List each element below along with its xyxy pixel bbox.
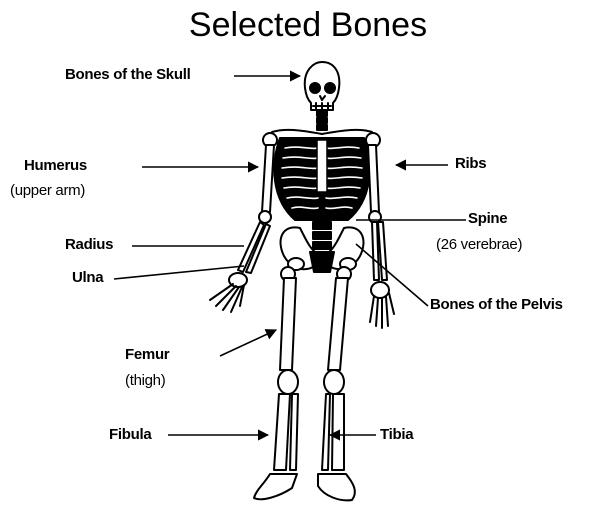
right-leg-bones (318, 267, 355, 500)
lumbar-spine (313, 222, 331, 249)
rib-cage (274, 138, 369, 220)
label-humerus-note: (upper arm) (10, 182, 85, 199)
left-leg-bones (254, 267, 298, 499)
right-arm-bones (368, 145, 394, 328)
leader-ulna (114, 266, 244, 279)
left-arm-bones (210, 145, 274, 312)
skull-bone (305, 62, 340, 110)
label-tibia: Tibia (380, 426, 413, 443)
label-ulna: Ulna (72, 269, 103, 286)
label-skull: Bones of the Skull (65, 66, 190, 83)
cervical-spine (317, 111, 327, 130)
leader-pelvis (356, 244, 428, 306)
label-spine-note: (26 verebrae) (436, 236, 522, 253)
label-spine: Spine (468, 210, 507, 227)
label-radius: Radius (65, 236, 113, 253)
label-ribs: Ribs (455, 155, 486, 172)
label-femur-note: (thigh) (125, 372, 165, 389)
label-pelvis: Bones of the Pelvis (430, 296, 563, 313)
label-femur: Femur (125, 346, 169, 363)
label-humerus: Humerus (24, 157, 87, 174)
leader-femur (220, 330, 276, 356)
label-fibula: Fibula (109, 426, 151, 443)
